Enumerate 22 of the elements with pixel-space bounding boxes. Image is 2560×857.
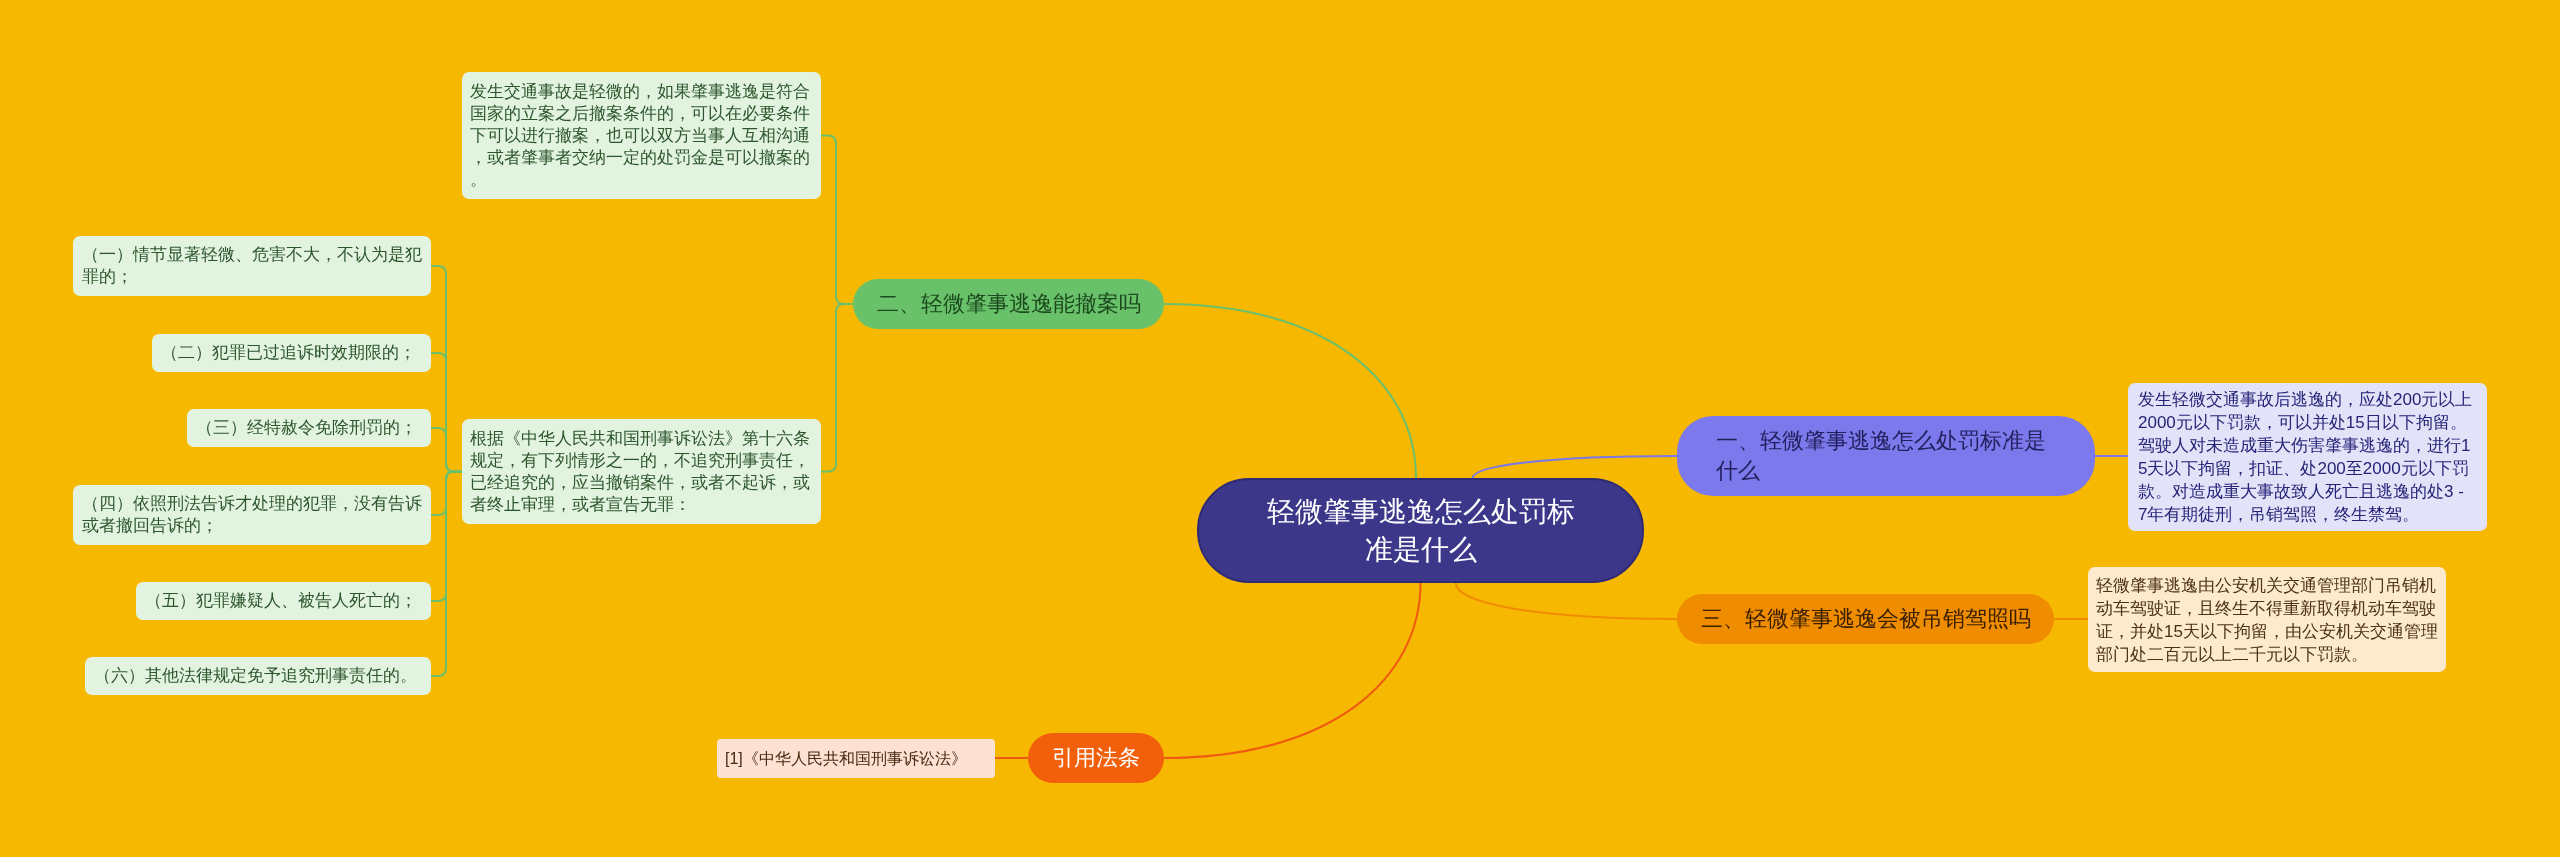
connector-line (2053, 618, 2089, 620)
connector-line (1471, 455, 1678, 479)
list-item-card: （二）犯罪已过追诉时效期限的； (152, 334, 431, 372)
note-card: 发生交通事故是轻微的，如果肇事逃逸是符合国家的立案之后撤案条件的，可以在必要条件下可以进行撤案，也可以双方当事人互相沟通，或者肇事者交纳一定的处罚金是可以撤案的。 (462, 72, 821, 199)
branch-topic: 二、轻微肇事逃逸能撤案吗 (853, 279, 1164, 329)
list-item-card: （五）犯罪嫌疑人、被告人死亡的； (136, 582, 431, 620)
note-card: 轻微肇事逃逸由公安机关交通管理部门吊销机动车驾驶证，且终生不得重新取得机动车驾驶证，并处15天以下拘留，由公安机关交通管理部门处二百元以上二千元以下罚款。 (2088, 567, 2446, 672)
connector-line (1163, 582, 1422, 759)
citation-card: [1]《中华人民共和国刑事诉讼法》 (717, 739, 995, 778)
list-item-card: （六）其他法律规定免予追究刑事责任的。 (85, 657, 431, 695)
list-item-card: （四）依照刑法告诉才处理的犯罪，没有告诉或者撤回告诉的； (73, 485, 431, 545)
branch-topic: 三、轻微肇事逃逸会被吊销驾照吗 (1677, 594, 2054, 644)
central-topic: 轻微肇事逃逸怎么处罚标准是什么 (1197, 478, 1644, 583)
connector-line (1454, 582, 1678, 620)
branch-topic: 一、轻微肇事逃逸怎么处罚标准是什么 (1677, 416, 2095, 496)
connector-line (2094, 455, 2129, 457)
note-card: 根据《中华人民共和国刑事诉讼法》第十六条规定，有下列情形之一的，不追究刑事责任，已经追究的，应当撤销案件，或者不起诉，或者终止审理，或者宣告无罪： (462, 419, 821, 524)
note-card: 发生轻微交通事故后逃逸的，应处200元以上2000元以下罚款，可以并处15日以下拘留。驾驶人对未造成重大伤害肇事逃逸的，进行15天以下拘留，扣证、处200至2000元以下罚款。对造成重大事故致人死亡且逃逸的处3 - 7年有期徒刑，吊销驾照，终生禁驾。 (2128, 383, 2487, 531)
connector-line (1163, 303, 1418, 479)
list-item-card: （一）情节显著轻微、危害不大，不认为是犯罪的； (73, 236, 431, 296)
branch-topic: 引用法条 (1028, 733, 1164, 783)
list-item-card: （三）经特赦令免除刑罚的； (187, 409, 431, 447)
